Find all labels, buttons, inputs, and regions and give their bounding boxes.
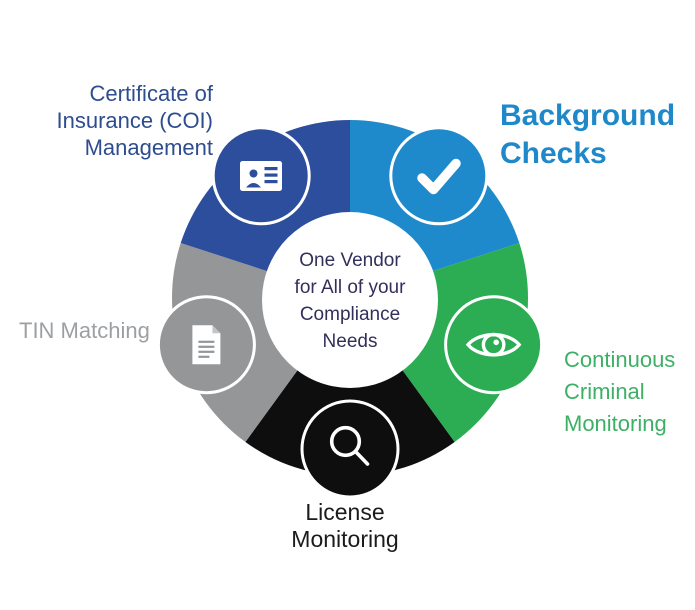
coi-management-badge <box>211 126 311 226</box>
tin-matching-badge <box>156 295 256 395</box>
id-card-icon <box>240 161 282 191</box>
center-text-line: Compliance <box>299 304 401 325</box>
center-text-line: for All of your <box>294 277 406 298</box>
center-text-line: One Vendor <box>299 250 401 271</box>
label-coi-management: Certificate of Insurance (COI) Managemen… <box>57 80 214 161</box>
center-hub-text: One Vendor for All of your Compliance Ne… <box>252 247 448 355</box>
label-line: Checks <box>500 137 607 170</box>
label-license-monitoring: License Monitoring <box>245 499 445 553</box>
label-background-checks: Background Checks <box>500 97 675 173</box>
label-line: Insurance (COI) <box>56 108 214 133</box>
label-line: Certificate of <box>89 81 214 106</box>
center-text-line: Needs <box>322 331 378 352</box>
badge-circle <box>444 295 544 395</box>
eye-icon <box>465 332 522 357</box>
label-line: Continuous <box>564 347 676 372</box>
label-line: Management <box>84 135 213 160</box>
label-tin-matching: TIN Matching <box>19 318 150 344</box>
background-checks-badge <box>389 126 489 226</box>
label-line: Monitoring <box>564 411 667 436</box>
badge-circle <box>300 399 400 499</box>
badge-circle <box>389 126 489 226</box>
label-line: TIN Matching <box>19 318 150 343</box>
label-line: License <box>305 499 385 525</box>
label-line: Monitoring <box>291 526 399 552</box>
continuous-criminal-monitoring-badge <box>444 295 544 395</box>
center-hub-circle <box>262 212 438 388</box>
check-icon <box>417 158 461 195</box>
magnifier-icon <box>329 425 370 466</box>
license-monitoring-badge <box>300 399 400 499</box>
label-line: Background <box>500 99 676 132</box>
document-icon <box>192 325 221 365</box>
label-continuous-criminal-monitoring: Continuous Criminal Monitoring <box>564 344 675 440</box>
label-line: Criminal <box>564 379 645 404</box>
